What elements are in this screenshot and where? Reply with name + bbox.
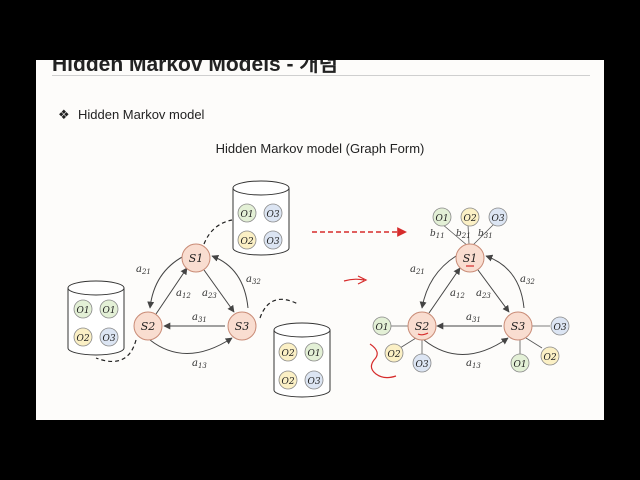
r-s2-o2: O2 [387, 350, 400, 360]
arrow-s2-to-s1-inner [155, 267, 188, 315]
jar2-o3: O3 [102, 334, 115, 344]
hmm-diagram: S1 S2 S3 a21 a12 a23 a32 a31 a13 O1 [67, 180, 570, 398]
state-r-s3-node: S3 [503, 311, 533, 341]
arrow-s1-to-s2-outer [147, 255, 185, 309]
r-s3-o1: O1 [513, 360, 526, 370]
label-a32-right: a32 [520, 274, 535, 286]
observation-jar-s2: O1 O1 O2 O3 [67, 280, 125, 356]
state-s2-node: S2 [133, 311, 163, 341]
observation-jar-s3: O2 O1 O2 O3 [273, 322, 331, 398]
arrow-r-s2-to-s3-bottom [423, 337, 509, 355]
state-r-s2-node: S2 [407, 311, 437, 341]
observation-jar-s1: O1 O3 O2 O3 [232, 180, 290, 256]
left-graph: S1 S2 S3 a21 a12 a23 a32 a31 a13 O1 [67, 180, 331, 398]
label-a21-left: a21 [136, 264, 151, 276]
label-b31: b31 [478, 229, 493, 240]
title-divider [52, 75, 590, 76]
label-a31-right: a31 [466, 312, 481, 324]
label-a12-left: a12 [176, 288, 191, 300]
label-a12-right: a12 [450, 288, 465, 300]
r-s2-o3: O3 [415, 360, 428, 370]
label-a13-right: a13 [466, 358, 481, 370]
jar3-o2-bottom: O2 [281, 377, 294, 387]
diagram-title: Hidden Markov model (Graph Form) [215, 141, 425, 156]
r-s2-o1: O1 [375, 323, 388, 333]
state-s3-label: S3 [235, 320, 250, 333]
state-s1-node: S1 [181, 243, 211, 273]
state-s2-label: S2 [141, 320, 156, 333]
handwritten-brace-annotation [369, 343, 397, 379]
label-a23-right: a23 [476, 288, 491, 300]
state-s3-node: S3 [227, 311, 257, 341]
r-s1-o2: O2 [463, 214, 476, 224]
handwritten-arrow-annotation [343, 275, 368, 285]
label-a31-left: a31 [192, 312, 207, 324]
diamond-bullet-icon: ❖ [58, 107, 70, 122]
state-r-s2-label: S2 [415, 320, 430, 333]
jar1-o3-bottom: O3 [266, 237, 279, 247]
label-a23-left: a23 [202, 288, 217, 300]
jar2-o1-left: O1 [76, 306, 89, 316]
label-b21: b21 [456, 229, 471, 240]
label-a21-right: a21 [410, 264, 425, 276]
slide: Hidden Markov Models - 개념 ❖ Hidden Markov… [36, 60, 604, 420]
label-a32-left: a32 [246, 274, 261, 286]
arrow-r-s2-to-s1-inner [428, 267, 461, 314]
r-s1-o3: O3 [491, 214, 504, 224]
jar1-o1: O1 [240, 210, 253, 220]
dashed-link-s3-jar [259, 298, 299, 319]
dashed-link-s1-jar [203, 219, 233, 245]
bullet-item: ❖ Hidden Markov model [58, 107, 204, 123]
slide-title: Hidden Markov Models - 개념 [52, 60, 339, 76]
jar3-o1: O1 [307, 349, 320, 359]
jar2-o2: O2 [76, 334, 89, 344]
handwritten-underline-s2 [417, 332, 429, 336]
right-graph: S1 S2 S3 O1 O2 O3 b11 b21 b31 O1 [343, 207, 570, 379]
jar3-o3: O3 [307, 377, 320, 387]
jar1-o3-top: O3 [266, 210, 279, 220]
state-r-s3-label: S3 [511, 320, 526, 333]
state-s1-label: S1 [189, 252, 204, 265]
r-s3-o2: O2 [543, 353, 556, 363]
jar1-o2: O2 [240, 237, 253, 247]
state-r-s1-label: S1 [463, 252, 478, 265]
r-s1-o1: O1 [435, 214, 448, 224]
arrow-r-s1-to-s2-outer [419, 255, 457, 309]
dashed-link-s2-jar [95, 339, 137, 362]
r-s3-o3: O3 [553, 323, 566, 333]
arrow-s3-to-s1-outer [211, 254, 249, 309]
arrow-r-s3-to-s1-outer [485, 254, 525, 309]
state-r-s1-node: S1 [455, 243, 485, 273]
arrow-s2-to-s3-bottom [149, 337, 233, 354]
arrow-r-s1-to-s3-inner [477, 269, 510, 313]
jar2-o1-right: O1 [102, 306, 115, 316]
label-b11: b11 [430, 229, 445, 240]
jar3-o2-top: O2 [281, 349, 294, 359]
label-a13-left: a13 [192, 358, 207, 370]
bullet-text: Hidden Markov model [78, 107, 205, 122]
arrow-s1-to-s3-inner [203, 269, 235, 313]
